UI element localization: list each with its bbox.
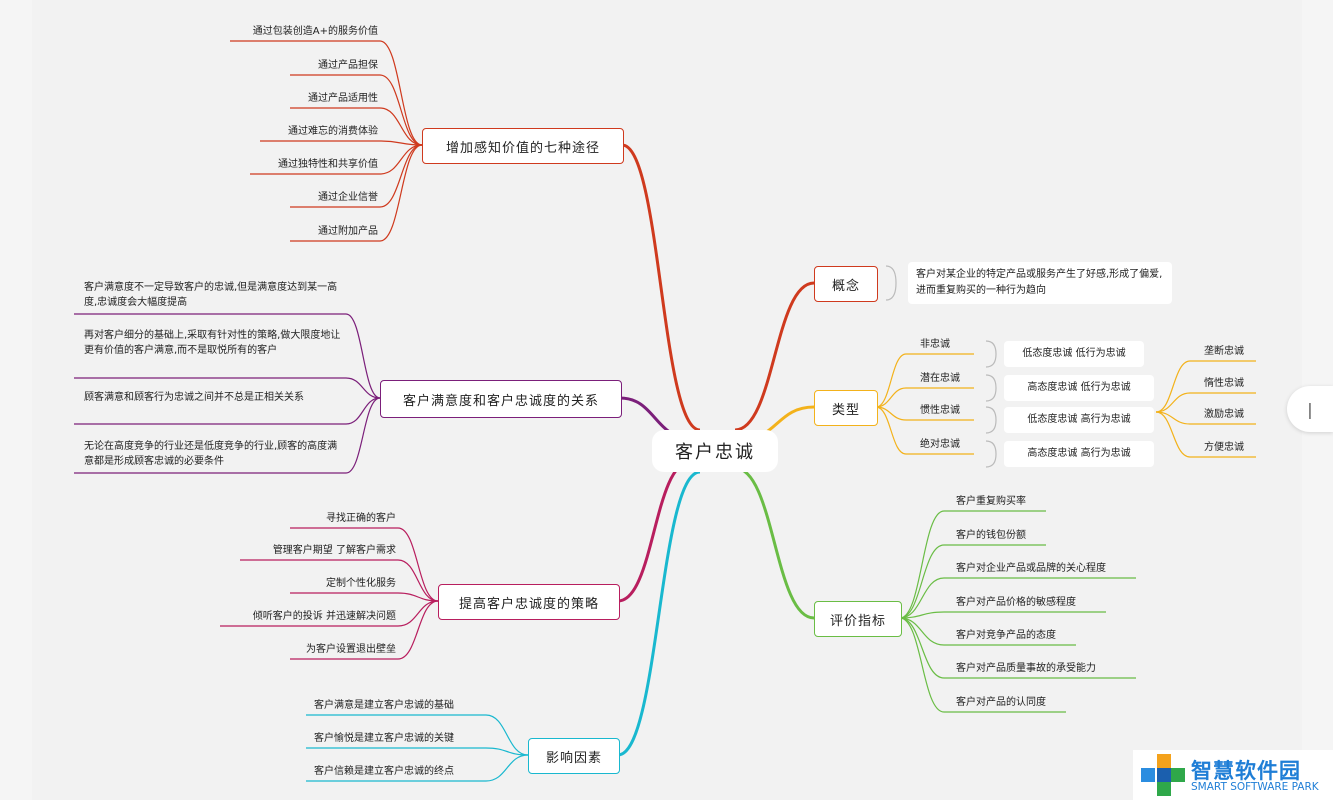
connector-line xyxy=(621,143,701,432)
connector-line xyxy=(397,592,439,602)
relation-item[interactable]: 无论在高度竞争的行业还是低度竞争的行业,顾客的高度满意都是形成顾客忠诚的必要条件 xyxy=(84,441,338,467)
connector-line xyxy=(379,107,423,146)
branch-factors[interactable]: 影响因素 xyxy=(528,738,620,774)
connector-line xyxy=(1155,411,1191,458)
connector-line xyxy=(379,140,423,146)
connector-line xyxy=(734,281,815,432)
subtype-item[interactable]: 垄断忠诚 xyxy=(1204,346,1244,357)
branch-types[interactable]: 类型 xyxy=(814,390,878,426)
branch-satisfaction-relation[interactable]: 客户满意度和客户忠诚度的关系 xyxy=(380,380,622,418)
perceived-item[interactable]: 通过独特性和共享价值 xyxy=(278,159,378,170)
connector-line xyxy=(345,313,381,399)
connector-line xyxy=(1155,392,1191,413)
relation-item[interactable]: 再对客户细分的基础上,采取有针对性的策略,做大限度地让更有价值的客户满意,而不是… xyxy=(84,330,341,356)
type-item[interactable]: 惯性忠诚 xyxy=(920,405,960,416)
branch-concept[interactable]: 概念 xyxy=(814,266,878,302)
strategy-item[interactable]: 管理客户期望 了解客户需求 xyxy=(272,545,396,556)
branch-strategy[interactable]: 提高客户忠诚度的策略 xyxy=(438,584,620,620)
type-detail[interactable]: 高态度忠诚 高行为忠诚 xyxy=(1004,441,1154,467)
factor-item[interactable]: 客户满意是建立客户忠诚的基础 xyxy=(314,700,454,711)
logo-name: 智慧软件园 xyxy=(1191,759,1301,783)
metric-item[interactable]: 客户的钱包份额 xyxy=(956,530,1026,541)
connector-line xyxy=(345,377,381,399)
logo-square-icon xyxy=(1157,768,1171,782)
connector-line xyxy=(985,340,997,368)
connector-line xyxy=(617,470,701,757)
type-item[interactable]: 绝对忠诚 xyxy=(920,439,960,450)
connector-line xyxy=(875,353,907,408)
connector-line xyxy=(875,406,907,455)
connector-line xyxy=(379,144,423,175)
connector-line xyxy=(345,397,381,425)
connector-line xyxy=(397,559,439,602)
connector-line xyxy=(345,397,381,474)
relation-item[interactable]: 客户满意度不一定导致客户的忠诚,但是满意度达到某一高度,忠诚度会大幅度提高 xyxy=(84,282,338,308)
relation-item[interactable]: 顾客满意和顾客行为忠诚之间并不总是正相关关系 xyxy=(84,392,304,403)
perceived-item[interactable]: 通过难忘的消费体验 xyxy=(288,126,378,137)
central-topic[interactable]: 客户忠诚 xyxy=(652,430,778,472)
connector-line xyxy=(899,544,945,619)
connector-line xyxy=(734,466,815,620)
connector-line xyxy=(617,460,691,603)
logo-square-icon xyxy=(1141,768,1155,782)
metric-item[interactable]: 客户对产品质量事故的承受能力 xyxy=(956,663,1096,674)
connector-line xyxy=(379,40,423,146)
logo-subtitle: SMART SOFTWARE PARK xyxy=(1191,781,1319,793)
logo-square-icon xyxy=(1157,754,1171,768)
connector-line xyxy=(985,406,997,434)
type-detail[interactable]: 低态度忠诚 低行为忠诚 xyxy=(1004,341,1144,367)
strategy-item[interactable]: 定制个性化服务 xyxy=(326,578,396,589)
connector-line xyxy=(899,577,945,619)
connector-line xyxy=(885,265,897,301)
connector-line xyxy=(899,617,945,713)
connector-line xyxy=(485,747,529,756)
perceived-item[interactable]: 通过附加产品 xyxy=(318,226,378,237)
logo-square-icon xyxy=(1157,782,1171,796)
connector-line xyxy=(397,600,439,660)
connector-line xyxy=(397,600,439,627)
side-panel-toggle[interactable]: | xyxy=(1287,386,1333,432)
metric-item[interactable]: 客户对产品价格的敏感程度 xyxy=(956,597,1076,608)
concept-text: 客户对某企业的特定产品或服务产生了好感,形成了偏爱,进而重复购买的一种行为趋向 xyxy=(908,262,1172,304)
connector-line xyxy=(379,74,423,146)
connector-line xyxy=(1155,360,1191,413)
perceived-item[interactable]: 通过企业信誉 xyxy=(318,192,378,203)
metric-item[interactable]: 客户重复购买率 xyxy=(956,496,1026,507)
connector-line xyxy=(379,144,423,208)
type-detail[interactable]: 高态度忠诚 低行为忠诚 xyxy=(1004,375,1154,401)
logo-square-icon xyxy=(1171,768,1185,782)
connector-line xyxy=(985,374,997,402)
factor-item[interactable]: 客户愉悦是建立客户忠诚的关键 xyxy=(314,733,454,744)
connector-line xyxy=(899,617,945,679)
connector-line xyxy=(485,714,529,756)
connector-line xyxy=(985,440,997,468)
metric-item[interactable]: 客户对产品的认同度 xyxy=(956,697,1046,708)
connector-line xyxy=(379,144,423,242)
strategy-item[interactable]: 寻找正确的客户 xyxy=(326,513,396,524)
metric-item[interactable]: 客户对企业产品或品牌的关心程度 xyxy=(956,563,1106,574)
factor-item[interactable]: 客户信赖是建立客户忠诚的终点 xyxy=(314,766,454,777)
type-item[interactable]: 非忠诚 xyxy=(920,339,950,350)
type-detail[interactable]: 低态度忠诚 高行为忠诚 xyxy=(1004,407,1154,433)
perceived-item[interactable]: 通过产品适用性 xyxy=(308,93,378,104)
subtype-item[interactable]: 方便忠诚 xyxy=(1204,442,1244,453)
connector-line xyxy=(485,754,529,782)
watermark-logo: 智慧软件园 SMART SOFTWARE PARK xyxy=(1133,750,1333,800)
connector-line xyxy=(875,387,907,408)
perceived-item[interactable]: 通过包装创造A+的服务价值 xyxy=(252,26,378,37)
connector-line xyxy=(899,510,945,619)
metric-item[interactable]: 客户对竞争产品的态度 xyxy=(956,630,1056,641)
type-item[interactable]: 潜在忠诚 xyxy=(920,373,960,384)
branch-perceived-value[interactable]: 增加感知价值的七种途径 xyxy=(422,128,624,164)
strategy-item[interactable]: 为客户设置退出壁垒 xyxy=(306,644,396,655)
connector-line xyxy=(899,611,945,619)
subtype-item[interactable]: 惰性忠诚 xyxy=(1204,378,1244,389)
branch-metrics[interactable]: 评价指标 xyxy=(814,601,902,637)
subtype-item[interactable]: 激励忠诚 xyxy=(1204,409,1244,420)
connector-line xyxy=(397,527,439,602)
strategy-item[interactable]: 倾听客户的投诉 并迅速解决问题 xyxy=(252,611,396,622)
perceived-item[interactable]: 通过产品担保 xyxy=(318,60,378,71)
